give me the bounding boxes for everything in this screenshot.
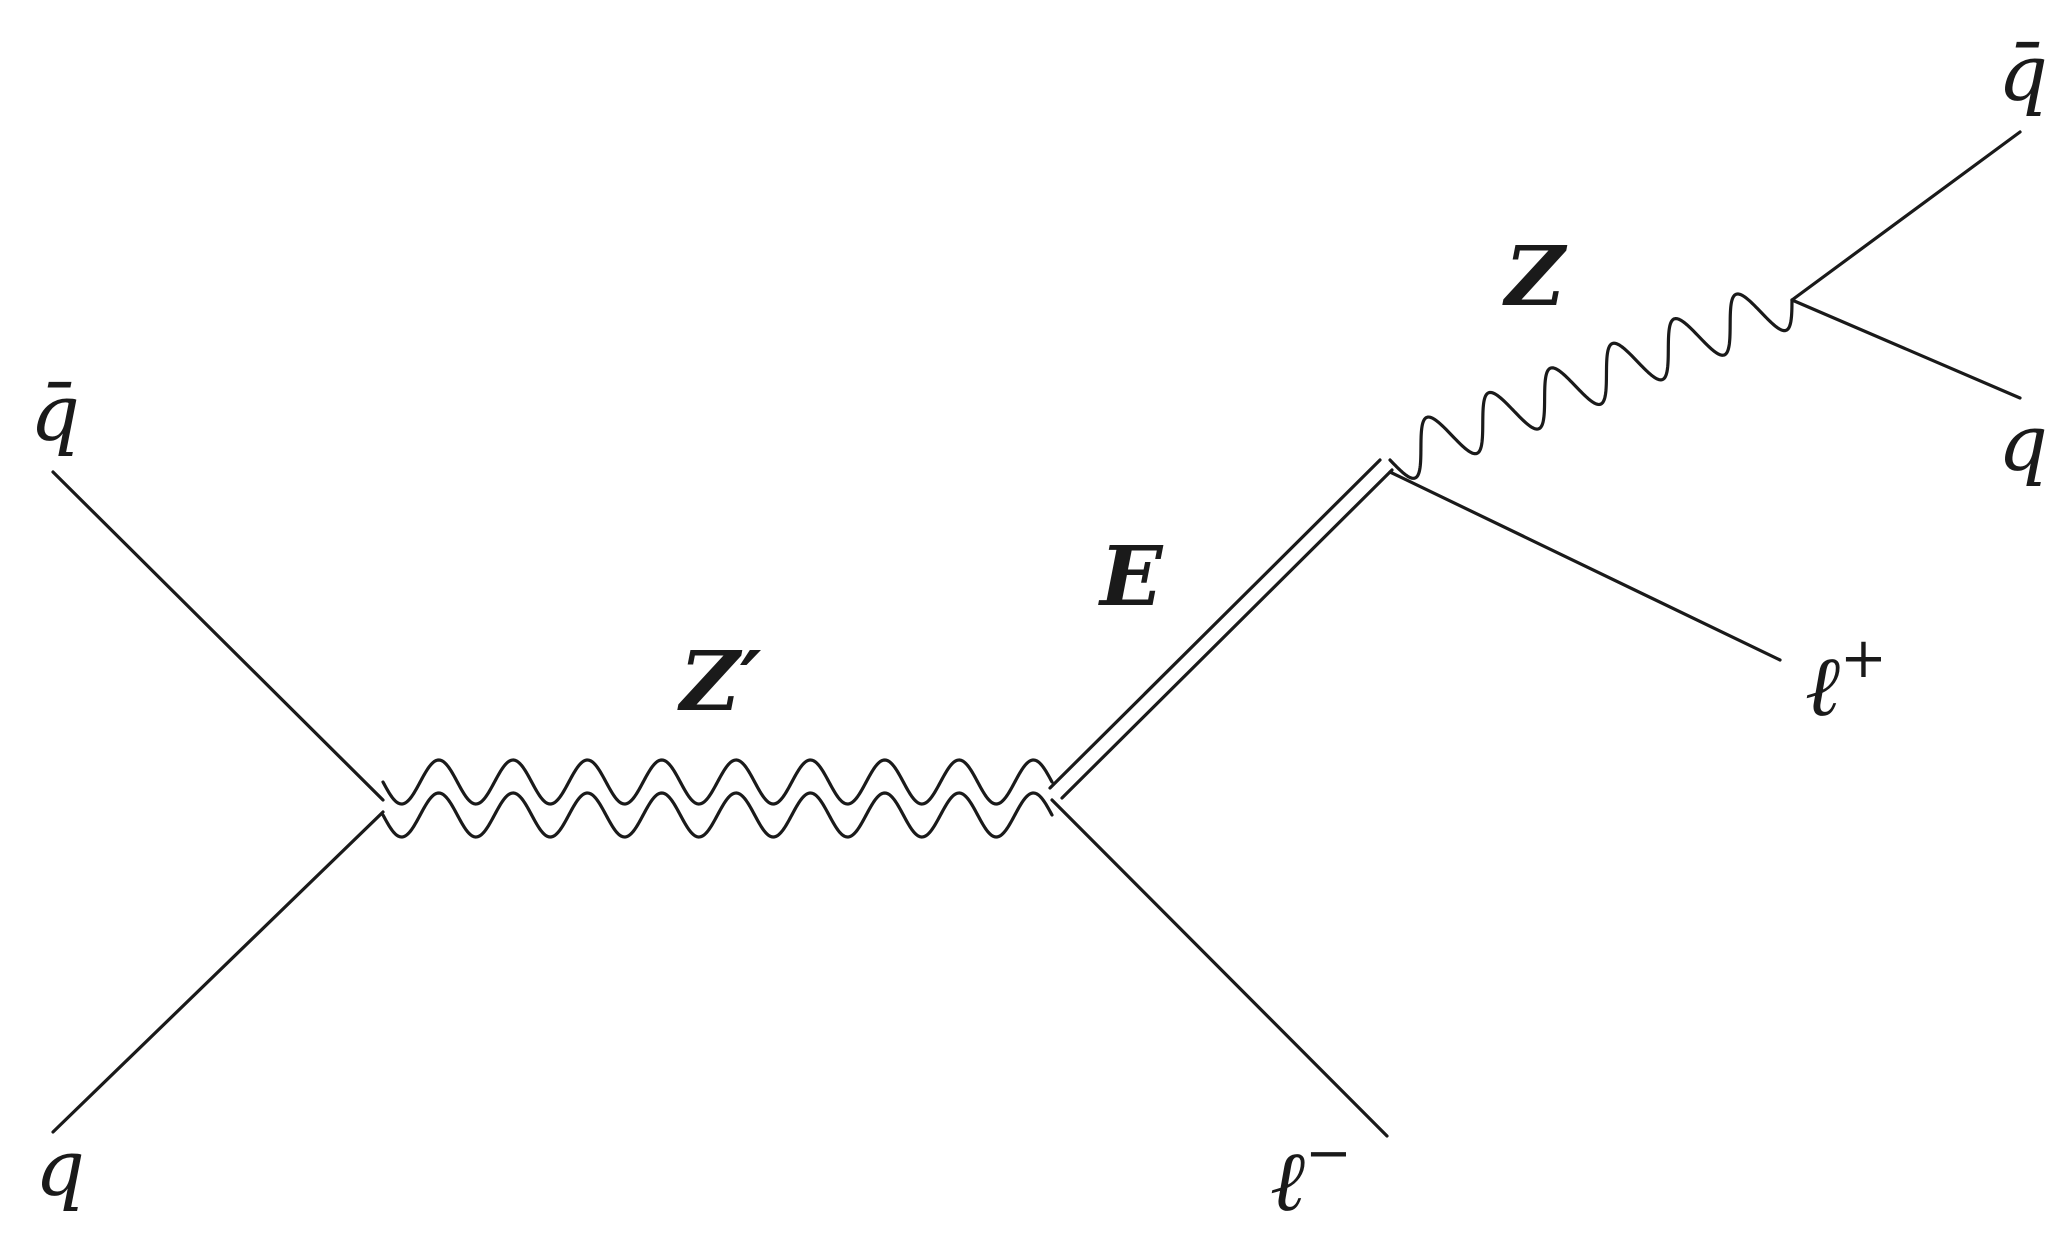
label-ell-plus-symbol: ℓ [1805,637,1840,735]
label-ell-plus-sign: + [1840,626,1887,691]
label-qbar-in: q̄ [30,369,80,459]
label-q-out: q [1998,399,2048,489]
line-q-out [1790,298,2022,400]
line-e-heavy-lower [1060,468,1394,800]
line-e-heavy-upper [1048,458,1382,790]
line-ell-minus [1050,798,1389,1138]
label-ell-minus: ℓ− [1270,1121,1352,1230]
label-e-heavy: E [1098,529,1164,625]
line-q-in [51,810,385,1134]
label-qbar-out: q̄ [1998,29,2048,119]
label-ell-plus: ℓ+ [1805,626,1887,735]
label-q-in: q [35,1124,85,1214]
z-propagator [1388,292,1794,480]
label-z-boson: Z [1502,229,1568,325]
label-zprime: Z′ [677,634,762,730]
line-qbar-in [51,470,385,802]
zprime-propagator-upper [381,758,1054,806]
line-qbar-out [1790,130,2022,302]
zprime-propagator-lower [381,791,1054,839]
line-ell-plus [1388,470,1782,662]
label-ell-minus-symbol: ℓ [1270,1132,1305,1230]
label-ell-minus-sign: − [1305,1121,1352,1186]
